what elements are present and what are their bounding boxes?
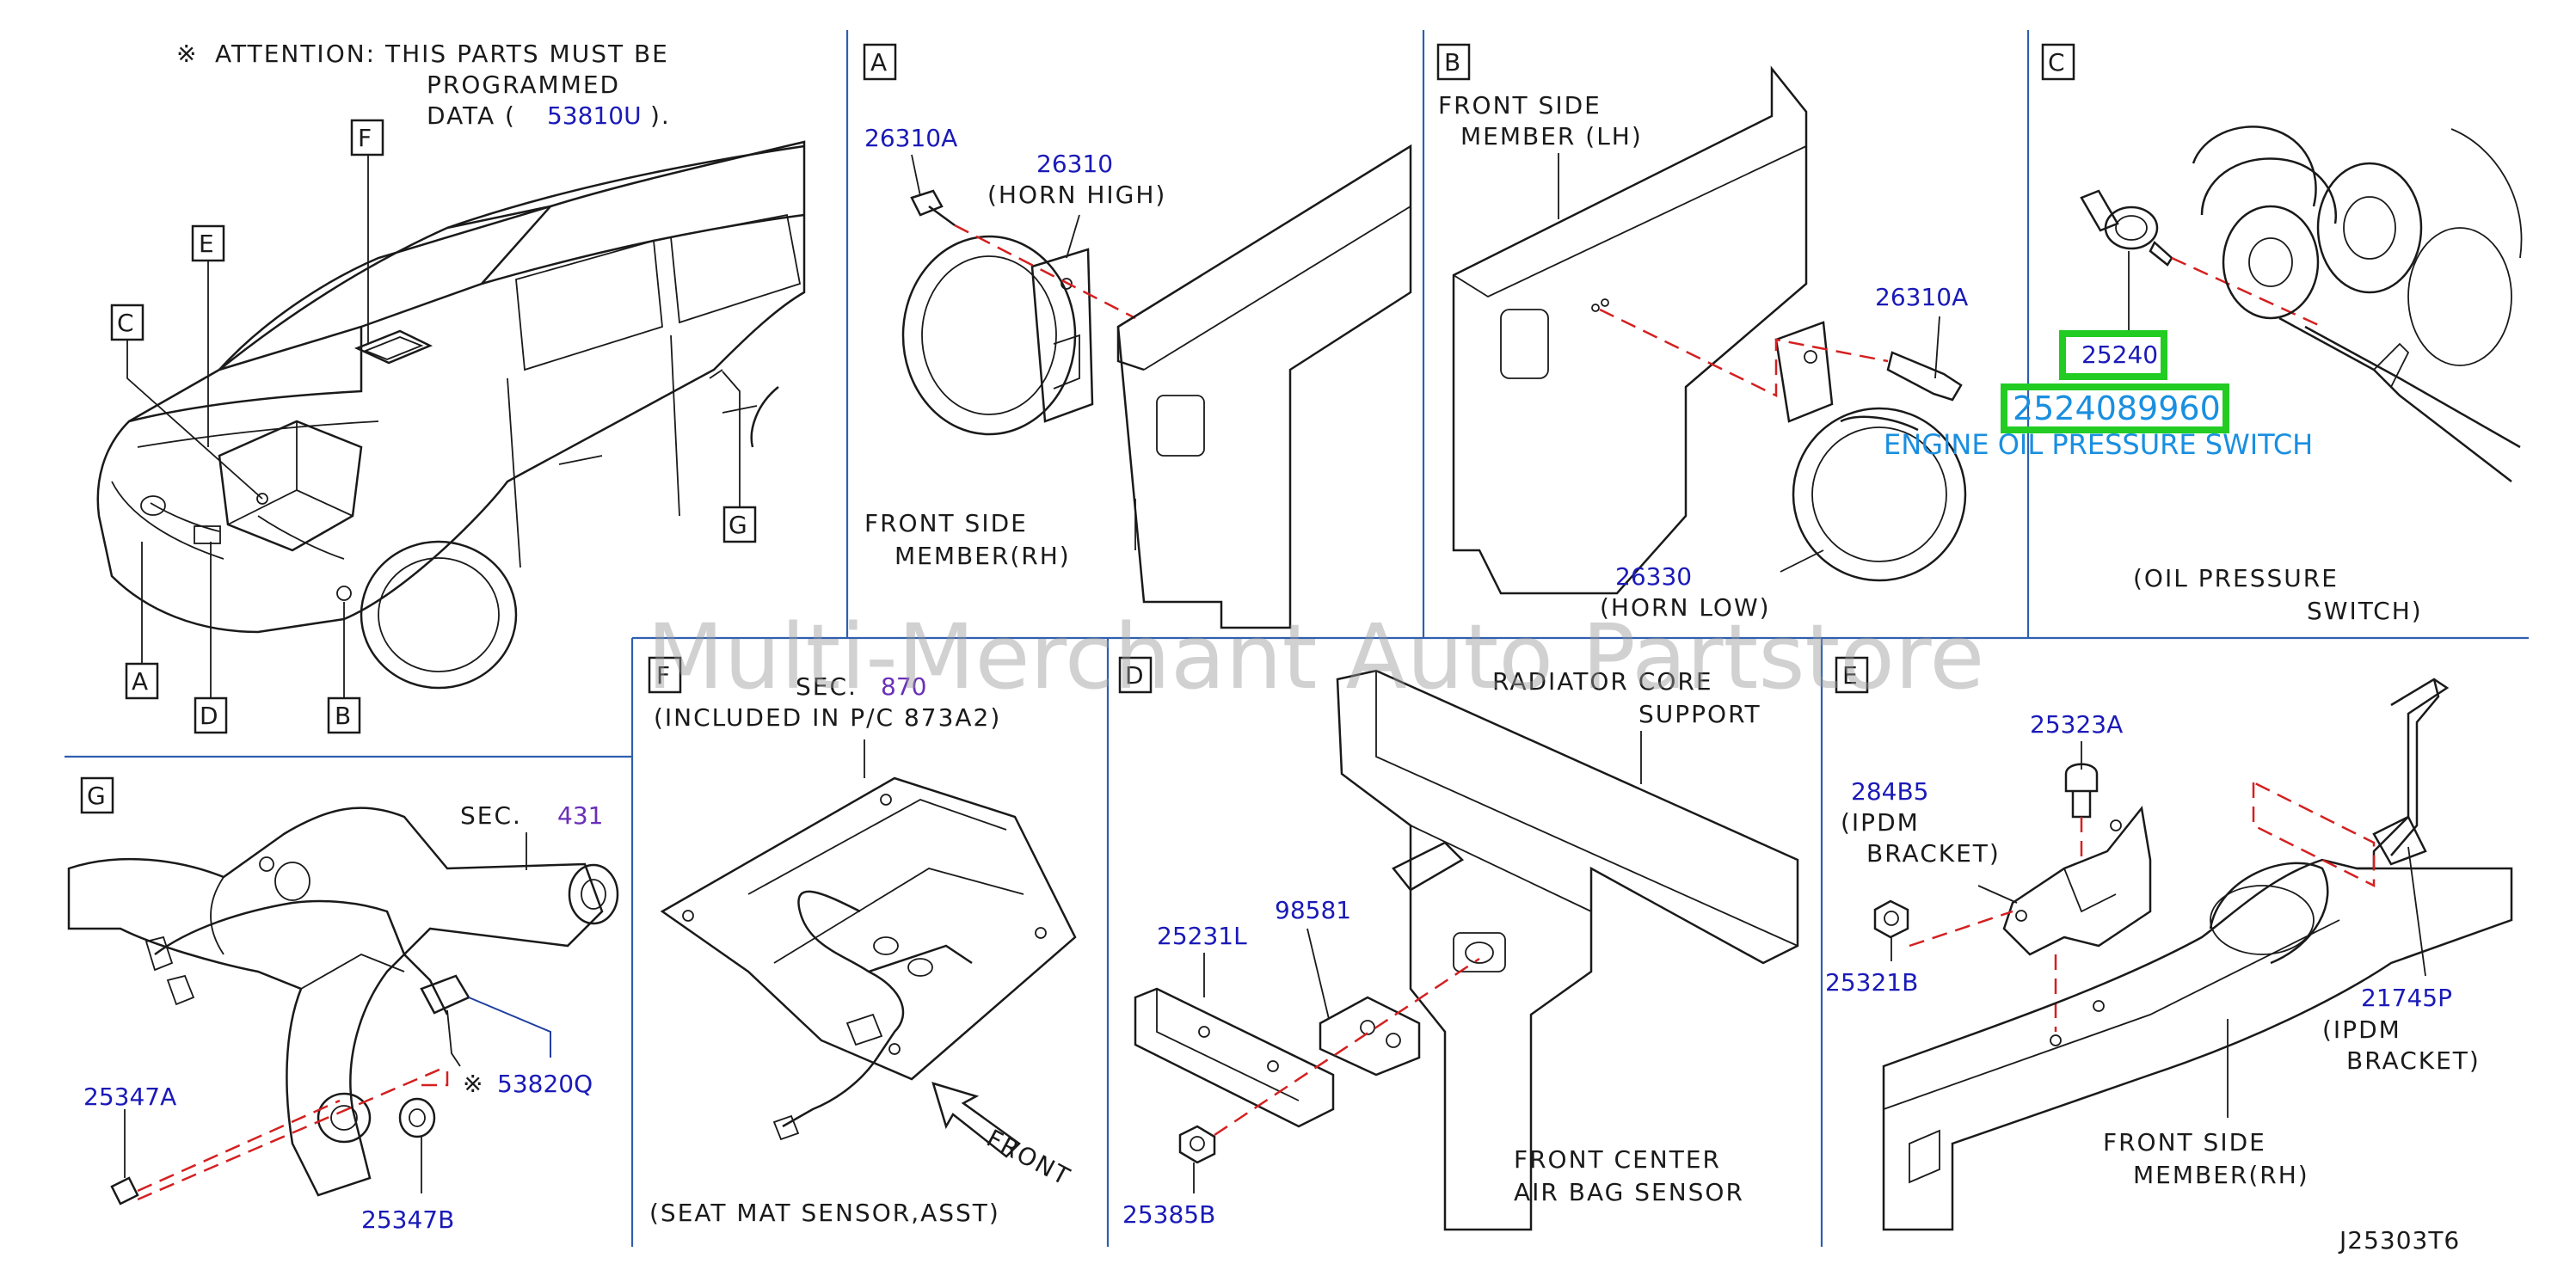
callout-box-d <box>194 696 228 734</box>
panel-d-box <box>1118 656 1153 694</box>
panel-f-box <box>648 656 682 694</box>
panel-d-core-1: RADIATOR CORE <box>1492 667 1713 696</box>
panel-a-horn-desc: (HORN HIGH) <box>987 181 1166 209</box>
panel-b: B FRONT SIDE MEMBER (LH) 26310A 26330 (H… <box>1436 43 1968 622</box>
panel-c-caption-2: SWITCH) <box>2307 597 2423 625</box>
callout-e: E <box>199 230 216 258</box>
watermark: Multi-Merchant Auto Partstore <box>647 604 1984 709</box>
panel-b-part-bolt: 26310A <box>1875 283 1968 311</box>
panel-g-sec-label: SEC. <box>460 801 522 830</box>
panel-c-switch-name: ENGINE OIL PRESSURE SWITCH <box>1884 428 2313 461</box>
attention-line-2: PROGRAMMED <box>427 71 620 99</box>
panel-g-part-nut: 25347B <box>361 1205 454 1234</box>
attention-line-1: ATTENTION: THIS PARTS MUST BE <box>215 40 669 68</box>
panel-e: E 25323A 284B5 (IPDM BRACKET) 25321B <box>1825 656 2513 1231</box>
attention-line-3-prefix: DATA ( <box>427 101 516 130</box>
panel-b-member-2: MEMBER (LH) <box>1460 122 1643 150</box>
panel-g-letter: G <box>87 782 108 810</box>
callout-box-e <box>191 224 225 262</box>
callout-b: B <box>335 702 353 730</box>
panel-g-sensor-symbol: ※ <box>463 1070 484 1098</box>
panel-e-member-1: FRONT SIDE <box>2103 1128 2266 1156</box>
vehicle-illustration <box>96 140 806 690</box>
panel-g-box <box>80 776 114 814</box>
vehicle-callouts: F E C G A D B <box>110 119 757 734</box>
panel-a-member-1: FRONT SIDE <box>864 509 1028 537</box>
attention-symbol: ※ <box>176 40 198 68</box>
callout-box-a <box>125 662 159 700</box>
vehicle-callout-leaders <box>126 155 741 698</box>
highlight-oem-number <box>2001 383 2229 433</box>
attention-part-number: 53810U <box>547 101 642 130</box>
panel-b-part-horn: 26330 <box>1615 562 1692 591</box>
panel-e-letter: E <box>1842 661 1860 690</box>
attention-line-3-suffix: ). <box>650 101 671 130</box>
callout-f: F <box>358 124 373 152</box>
panel-f-letter: F <box>656 661 672 690</box>
panel-separators <box>65 30 2529 1247</box>
panel-f: F SEC. 870 (INCLUDED IN P/C 873A2) FRONT… <box>648 656 1077 1227</box>
panel-a-member-2: MEMBER(RH) <box>895 542 1071 570</box>
panel-e-member-2: MEMBER(RH) <box>2133 1161 2309 1189</box>
panel-d-letter: D <box>1125 661 1146 690</box>
callout-a: A <box>132 667 150 696</box>
panel-d-sensor-1: FRONT CENTER <box>1514 1145 1721 1174</box>
highlight-part-25240 <box>2059 330 2167 380</box>
panel-b-horn-desc: (HORN LOW) <box>1600 593 1771 622</box>
panel-c-part-switch: 25240 <box>2081 340 2158 369</box>
panel-d-core-2: SUPPORT <box>1638 700 1761 728</box>
panel-c: C 25240 2524089960 ENGINE OIL PRESSURE S… <box>1884 43 2523 625</box>
panel-d-part-nut: 25385B <box>1122 1200 1215 1229</box>
panel-e-box <box>1835 656 1869 694</box>
callout-c: C <box>117 309 136 337</box>
panel-c-letter: C <box>2048 48 2067 77</box>
panel-e-ipdm-2: BRACKET) <box>1866 839 2001 868</box>
callout-box-c <box>110 304 144 341</box>
panel-d: D RADIATOR CORE SUPPORT 98581 25231L 253… <box>1118 656 1799 1231</box>
callout-g: G <box>729 511 749 539</box>
panel-f-sec-number: 870 <box>881 672 926 701</box>
panel-a-part-horn: 26310 <box>1036 150 1113 178</box>
panel-g: G SEC. 431 25347A 25347B ※ <box>67 776 619 1234</box>
panel-g-part-sensor: 53820Q <box>497 1070 593 1098</box>
panel-g-sec-number: 431 <box>557 801 603 830</box>
panel-b-member-1: FRONT SIDE <box>1438 91 1602 120</box>
panel-g-part-bolt: 25347A <box>83 1083 176 1111</box>
callout-d: D <box>200 702 220 730</box>
panel-f-included: (INCLUDED IN P/C 873A2) <box>654 703 1001 732</box>
panel-c-caption-1: (OIL PRESSURE <box>2133 564 2339 592</box>
panel-e-part-ipdm: 284B5 <box>1851 777 1928 806</box>
panel-f-sec-label: SEC. <box>796 672 858 701</box>
panel-b-letter: B <box>1444 48 1462 77</box>
panel-d-part-clip: 98581 <box>1275 896 1351 924</box>
panel-b-box <box>1436 43 1471 81</box>
callout-box-g <box>722 506 757 543</box>
panel-d-part-bracket: 25231L <box>1157 922 1247 950</box>
diagram-code: J25303T6 <box>2338 1226 2460 1255</box>
panel-a-letter: A <box>870 48 888 77</box>
panel-e-ipdm-1: (IPDM <box>1841 808 1920 837</box>
panel-a-part-bolt: 26310A <box>864 124 957 152</box>
attention-note: ※ ATTENTION: THIS PARTS MUST BE PROGRAMM… <box>176 40 671 130</box>
panel-a-box <box>863 43 897 81</box>
panel-e-part-nut: 25321B <box>1825 968 1918 997</box>
panel-e-part-bracket: 21745P <box>2361 984 2452 1012</box>
panel-f-front: FRONT <box>982 1124 1076 1192</box>
callout-box-f <box>350 119 384 156</box>
panel-e-bracket-1: (IPDM <box>2322 1015 2401 1044</box>
callout-box-b <box>327 696 361 734</box>
panel-e-part-bolt: 25323A <box>2030 710 2123 739</box>
panel-d-sensor-2: AIR BAG SENSOR <box>1514 1178 1744 1206</box>
panel-f-caption: (SEAT MAT SENSOR,ASST) <box>649 1199 1000 1227</box>
panel-e-bracket-2: BRACKET) <box>2346 1046 2481 1075</box>
panel-a: A 26310A 26310 (HORN HIGH) FRONT SIDE ME… <box>863 43 1412 629</box>
panel-c-box <box>2041 43 2075 81</box>
panel-c-oem-number: 2524089960 <box>2013 390 2221 427</box>
